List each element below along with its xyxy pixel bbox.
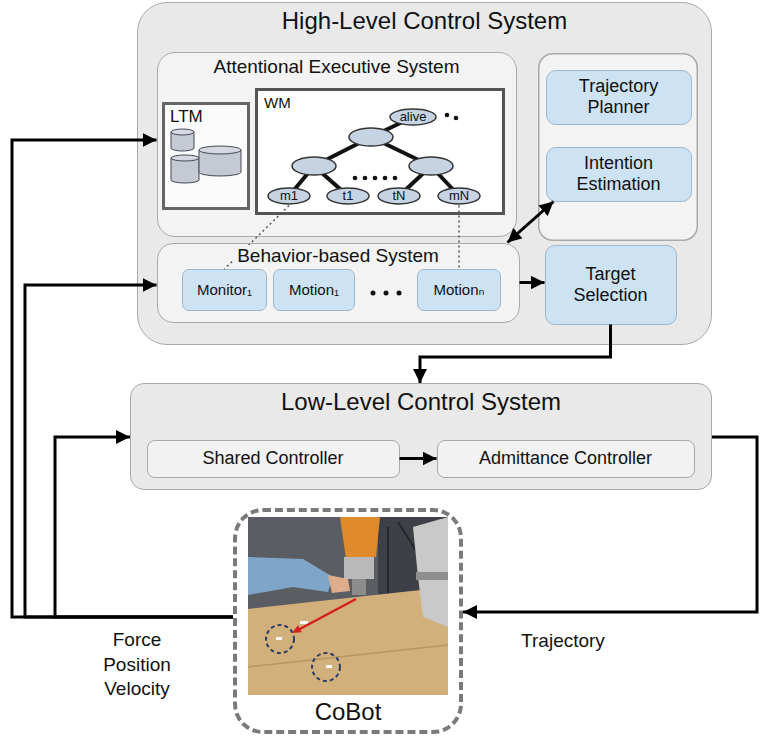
illustration-part bbox=[363, 176, 368, 181]
node-label: Behavior-based System bbox=[233, 245, 443, 267]
behavior-box: Monitor₁ bbox=[182, 269, 267, 311]
connector bbox=[420, 325, 611, 384]
illustration-part bbox=[298, 599, 356, 630]
illustration-part bbox=[292, 157, 336, 175]
connector bbox=[225, 205, 290, 269]
node-label: WM bbox=[264, 94, 291, 111]
illustration-part bbox=[199, 146, 241, 154]
memory-box: WM alive m1 t1 tN mN bbox=[255, 88, 505, 215]
system-panel: High-Level Control SystemAttentional Exe… bbox=[137, 2, 712, 345]
connector bbox=[458, 205, 460, 269]
connector bbox=[55, 437, 233, 617]
connector bbox=[400, 457, 437, 460]
connector bbox=[520, 281, 545, 284]
node-label: mN bbox=[449, 189, 469, 204]
illustration-part bbox=[383, 176, 388, 181]
module-box: Target Selection bbox=[545, 245, 677, 325]
illustration-part bbox=[383, 290, 388, 295]
illustration-part bbox=[539, 54, 698, 241]
illustration-part bbox=[409, 157, 453, 175]
illustration-part bbox=[349, 128, 393, 146]
node-label: Motionₙ bbox=[434, 281, 485, 298]
node-label: High-Level Control System bbox=[278, 7, 571, 35]
illustration-part bbox=[352, 579, 366, 595]
node-label: Motion₁ bbox=[289, 281, 339, 298]
illustration-part bbox=[326, 665, 332, 668]
node-label: Attentional Executive System bbox=[209, 56, 463, 78]
illustration-part bbox=[171, 129, 194, 135]
illustration-part bbox=[171, 155, 199, 161]
connector bbox=[463, 437, 757, 612]
node-label: Trajectory Planner bbox=[553, 76, 685, 117]
connector bbox=[12, 140, 233, 617]
ellipse-shape bbox=[390, 109, 436, 125]
memory-box: LTM bbox=[162, 102, 250, 210]
illustration-part bbox=[292, 625, 302, 633]
system-panel: Low-Level Control SystemShared Controlle… bbox=[130, 383, 712, 490]
signal-label: Force Position Velocity bbox=[87, 628, 187, 702]
controller-box: Shared Controller bbox=[147, 440, 400, 478]
illustration-part bbox=[276, 637, 282, 640]
illustration-part bbox=[373, 176, 378, 181]
node-label: Target Selection bbox=[552, 264, 670, 305]
node-label: Low-Level Control System bbox=[277, 388, 565, 416]
ellipse-shape bbox=[438, 188, 480, 204]
controller-box: Admittance Controller bbox=[437, 440, 695, 478]
label-holder: Trajectory bbox=[503, 630, 623, 652]
illustration-part bbox=[353, 176, 358, 181]
illustration-part bbox=[248, 645, 448, 667]
illustration-part bbox=[340, 517, 380, 559]
illustration-part bbox=[396, 290, 401, 295]
illustration-part bbox=[248, 517, 448, 695]
node-label: Shared Controller bbox=[202, 448, 343, 469]
module-box: Intention Estimation bbox=[546, 147, 692, 202]
illustration-part bbox=[292, 128, 453, 175]
node-label: alive bbox=[400, 110, 427, 125]
node-label: tN bbox=[393, 189, 406, 204]
node-label: LTM bbox=[170, 107, 203, 127]
illustration-part bbox=[312, 653, 340, 681]
node-label: Monitor₁ bbox=[197, 281, 252, 298]
illustration-part bbox=[300, 621, 308, 624]
tree-node: tN bbox=[377, 187, 421, 206]
illustration-part bbox=[370, 290, 401, 295]
behavior-box: Motion₁ bbox=[273, 269, 355, 311]
behavior-box: Motionₙ bbox=[417, 269, 501, 311]
node-label: CoBot bbox=[315, 698, 382, 726]
illustration-part bbox=[248, 557, 333, 595]
ellipse-shape bbox=[268, 188, 310, 204]
illustration-part bbox=[413, 517, 448, 627]
illustration-part bbox=[370, 290, 375, 295]
illustration-part bbox=[416, 572, 448, 580]
ellipse-shape bbox=[327, 188, 369, 204]
tree-node: t1 bbox=[326, 187, 370, 206]
illustration-part bbox=[248, 587, 448, 695]
illustration-part bbox=[289, 117, 459, 196]
node-label: m1 bbox=[280, 189, 298, 204]
illustration-part bbox=[266, 625, 294, 653]
node-label: Intention Estimation bbox=[553, 153, 685, 194]
ellipse-shape bbox=[378, 188, 420, 204]
tree-node: mN bbox=[437, 187, 481, 206]
connector bbox=[508, 202, 554, 243]
subsystem-panel: Attentional Executive System LTM bbox=[157, 52, 517, 237]
illustration-part bbox=[454, 116, 459, 121]
tree-node: alive bbox=[389, 108, 437, 127]
robot-photo bbox=[248, 517, 448, 695]
illustration-part bbox=[393, 176, 398, 181]
subsystem-panel: Behavior-based SystemMonitor₁ Motion₁ Moti… bbox=[157, 243, 520, 323]
node-label: t1 bbox=[343, 189, 354, 204]
node-label: Admittance Controller bbox=[479, 448, 652, 469]
module-box: Trajectory Planner bbox=[546, 70, 692, 125]
connector bbox=[25, 285, 233, 617]
edge-label: Trajectory bbox=[503, 630, 623, 652]
robot-panel: CoBot bbox=[233, 508, 463, 734]
illustration-part bbox=[171, 158, 199, 183]
illustration-part bbox=[445, 113, 450, 118]
tree-node: m1 bbox=[267, 187, 311, 206]
label-holder: Force Position Velocity bbox=[87, 628, 187, 702]
illustration-part bbox=[344, 557, 374, 579]
